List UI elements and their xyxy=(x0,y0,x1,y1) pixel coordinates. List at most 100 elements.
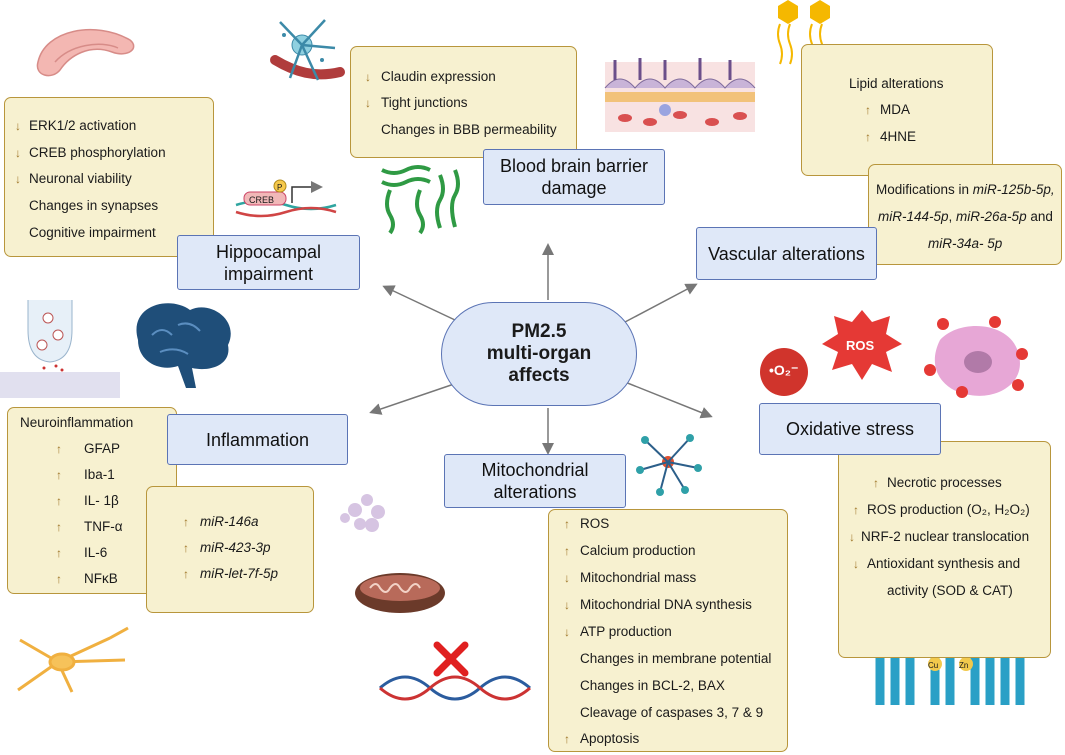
effect-item: Neuronal viability xyxy=(29,171,132,186)
center-node-pm25: PM2.5 multi-organ affects xyxy=(441,302,637,406)
effect-item: Cognitive impairment xyxy=(29,225,156,240)
effect-item: CREB phosphorylation xyxy=(29,145,166,160)
mito-item: Calcium production xyxy=(580,543,696,558)
oxid-item: Necrotic processes xyxy=(887,475,1002,490)
mirna-vascular-box: Modifications in miR-125b-5p, miR-144-5p… xyxy=(868,164,1062,265)
node-hippocampal-impairment: Hippocampal impairment xyxy=(177,235,360,290)
ros-burst-label: ROS xyxy=(846,338,875,353)
mirna-item: miR-423-3p xyxy=(200,540,271,555)
node-label: Blood brain barrier xyxy=(499,156,649,176)
phospho-label: P xyxy=(277,183,283,192)
down-arrow-icon: ↓ xyxy=(365,96,371,110)
node-inflammation: Inflammation xyxy=(167,414,348,465)
effect-item: Changes in BBB permeability xyxy=(381,122,557,137)
up-arrow-icon: ↑ xyxy=(564,544,570,558)
tight-junction-icon xyxy=(381,165,460,235)
mirna-inflammation-box: ↑ miR-146a ↑ miR-423-3p ↑ miR-let-7f-5p xyxy=(146,486,314,613)
down-arrow-icon: ↓ xyxy=(853,557,859,571)
mirna-prefix: Modifications in xyxy=(876,182,973,197)
hippocampal-effects-box: ↓ ERK1/2 activation ↓ CREB phosphorylati… xyxy=(4,97,214,257)
down-arrow-icon: ↓ xyxy=(564,625,570,639)
up-arrow-icon: ↑ xyxy=(865,130,871,144)
mirna-item: miR-146a xyxy=(200,514,259,529)
particle-cluster-icon xyxy=(636,434,702,496)
up-arrow-icon: ↑ xyxy=(56,572,62,586)
brain-icon xyxy=(136,303,231,388)
node-mitochondrial-alterations: Mitochondrial alterations xyxy=(444,454,626,508)
neuro-item: Iba-1 xyxy=(84,467,115,482)
node-label: Inflammation xyxy=(205,429,310,450)
bbb-effects-box: ↓ Claudin expression ↓ Tight junctions C… xyxy=(350,46,577,158)
node-label: Oxidative stress xyxy=(785,419,915,439)
up-arrow-icon: ↑ xyxy=(56,494,62,508)
neuro-item: IL-6 xyxy=(84,545,108,560)
up-arrow-icon: ↑ xyxy=(853,503,859,517)
ros-burst-icon xyxy=(822,310,902,380)
center-label: multi-organ xyxy=(486,343,592,364)
creb-dna-icon xyxy=(235,179,337,218)
neuro-item: NFκB xyxy=(84,571,118,586)
mirna-name: miR-26a-5p xyxy=(956,209,1027,224)
mitochondrion-icon xyxy=(355,573,445,613)
center-label: affects xyxy=(508,365,570,386)
microglia-icon xyxy=(340,494,385,532)
up-arrow-icon: ↑ xyxy=(183,567,189,581)
oxid-item: NRF-2 nuclear translocation xyxy=(861,529,1030,544)
node-label: Hippocampal xyxy=(215,241,322,262)
effect-item: Changes in synapses xyxy=(29,198,159,213)
down-arrow-icon: ↓ xyxy=(15,146,21,160)
mito-item: Changes in BCL-2, BAX xyxy=(580,678,725,693)
neurovascular-icon xyxy=(270,19,345,81)
effect-item: ERK1/2 activation xyxy=(29,118,137,133)
node-label: Vascular alterations xyxy=(708,243,865,264)
superoxide-label: •O₂⁻ xyxy=(769,362,799,378)
oxid-item: ROS production (O₂, H₂O₂) xyxy=(867,502,1030,517)
node-label: Mitochondrial xyxy=(481,460,589,480)
mito-item: Changes in membrane potential xyxy=(580,651,772,666)
neuro-item: GFAP xyxy=(84,441,121,456)
effect-item: Tight junctions xyxy=(381,95,468,110)
conjunction: and xyxy=(1026,209,1053,224)
mirna-name: miR-125b-5p, xyxy=(972,182,1055,197)
node-vascular-alterations: Vascular alterations xyxy=(696,227,877,280)
up-arrow-icon: ↑ xyxy=(56,442,62,456)
up-arrow-icon: ↑ xyxy=(183,515,189,529)
connector-arrows xyxy=(369,243,713,455)
up-arrow-icon: ↑ xyxy=(865,103,871,117)
mirna-name: miR-144-5p xyxy=(878,209,949,224)
mito-item: Apoptosis xyxy=(580,731,640,746)
damaged-cell-icon xyxy=(924,316,1028,398)
oxidative-effects-box: ↑ Necrotic processes ↑ ROS production (O… xyxy=(838,441,1051,658)
separator: , xyxy=(948,209,957,224)
mirna-line-2: miR-144-5p, miR-26a-5p and xyxy=(878,209,1053,225)
superoxide-icon xyxy=(760,348,808,396)
sod-protein-icon xyxy=(875,640,1025,705)
synapse-icon xyxy=(0,300,120,398)
up-arrow-icon: ↑ xyxy=(873,476,879,490)
mito-item: Mitochondrial DNA synthesis xyxy=(580,597,752,612)
down-arrow-icon: ↓ xyxy=(564,571,570,585)
neuro-item: IL- 1β xyxy=(84,493,119,508)
oxid-item: Antioxidant synthesis and xyxy=(867,556,1021,571)
neuron-icon xyxy=(17,626,129,693)
creb-label: CREB xyxy=(249,195,275,205)
lipid-icon xyxy=(777,0,830,65)
dna-damage-icon xyxy=(379,641,531,701)
node-oxidative-stress: Oxidative stress xyxy=(759,403,941,455)
lipid-item: MDA xyxy=(880,102,910,117)
oxid-item: activity (SOD & CAT) xyxy=(887,583,1013,598)
lipid-item: 4HNE xyxy=(880,129,917,144)
lipid-alterations-box: Lipid alterations ↑ MDA ↑ 4HNE xyxy=(801,44,993,176)
lipid-title: Lipid alterations xyxy=(849,76,944,91)
up-arrow-icon: ↑ xyxy=(183,541,189,555)
node-label: alterations xyxy=(493,482,577,502)
zn-label: Zn xyxy=(959,661,969,670)
mito-item: ROS xyxy=(580,516,610,531)
effect-item: Claudin expression xyxy=(381,69,496,84)
mirna-item: miR-let-7f-5p xyxy=(200,566,279,581)
up-arrow-icon: ↑ xyxy=(56,520,62,534)
up-arrow-icon: ↑ xyxy=(56,546,62,560)
center-label: PM2.5 xyxy=(511,321,567,342)
mito-item: Mitochondrial mass xyxy=(580,570,697,585)
cu-label: Cu xyxy=(928,661,939,670)
